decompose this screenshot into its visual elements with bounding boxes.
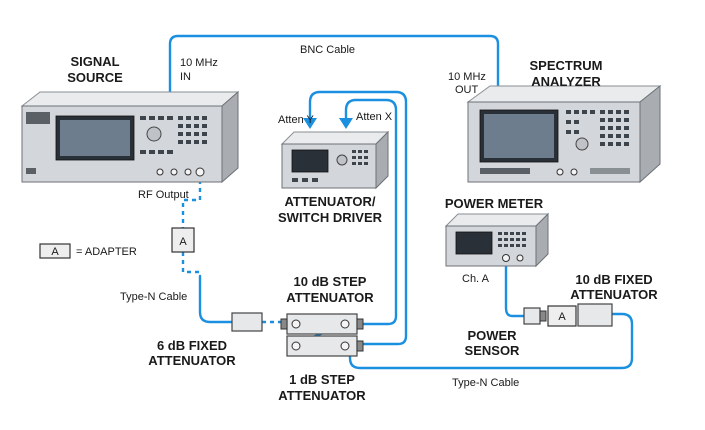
fixed-10db-attenuator: [577, 303, 613, 327]
power-sensor-title-1: POWER: [467, 328, 517, 343]
step-10db-title-1: 10 dB STEP: [294, 274, 367, 289]
bnc-cable: [168, 34, 500, 102]
atten-y-arrow-icon: [303, 118, 317, 129]
rf-output-port: [195, 167, 205, 177]
rf-output-label: RF Output: [138, 189, 189, 201]
adapter-near-sensor-letter: A: [558, 311, 566, 323]
signal-source-instrument: [20, 90, 240, 184]
step-attenuators: [280, 313, 364, 357]
fixed-6db-attenuator: [231, 312, 263, 332]
rf-output-adapter-link: [181, 172, 202, 228]
ten-mhz-in-label-2: IN: [180, 71, 191, 83]
fixed-6db-title-1: 6 dB FIXED: [157, 338, 227, 353]
control-cable-atten-y: [308, 90, 408, 346]
atten-y-label: Atten Y: [278, 114, 315, 126]
adapter-legend-box: [39, 243, 71, 259]
atten-x-label: Atten X: [356, 111, 393, 123]
spectrum-analyzer-title-1: SPECTRUM: [530, 58, 603, 73]
attenuator-switch-driver-title-2: SWITCH DRIVER: [278, 210, 383, 225]
power-sensor: [523, 307, 541, 325]
fixed-10db-title-2: ATTENUATOR: [570, 287, 658, 302]
type-n-cable-left: [198, 274, 234, 324]
power-sensor-title-2: SENSOR: [465, 343, 521, 358]
step-1db-title-2: ATTENUATOR: [278, 388, 366, 403]
power-meter-instrument: [444, 212, 550, 268]
ten-mhz-out-label-1: 10 MHz: [448, 71, 486, 83]
bnc-cable-label: BNC Cable: [300, 44, 355, 56]
ten-mhz-in-label-1: 10 MHz: [180, 57, 218, 69]
adapter-rf-output: [171, 227, 195, 253]
power-meter-title: POWER METER: [445, 196, 544, 211]
adapter-legend-text: = ADAPTER: [76, 246, 137, 258]
step-1db-title-1: 1 dB STEP: [289, 372, 355, 387]
spectrum-analyzer-instrument: [466, 84, 662, 184]
signal-source-title-1: SIGNAL: [70, 54, 119, 69]
attenuator-switch-driver-instrument: [280, 130, 390, 190]
step-10db-title-2: ATTENUATOR: [286, 290, 374, 305]
fixed-10db-title-1: 10 dB FIXED: [575, 272, 652, 287]
ch-a-label: Ch. A: [462, 273, 490, 285]
attenuator-switch-driver-title-1: ATTENUATOR/: [285, 194, 376, 209]
fixed-6db-title-2: ATTENUATOR: [148, 353, 236, 368]
type-n-cable-bottom-label: Type-N Cable: [452, 377, 519, 389]
atten-x-arrow-icon: [339, 118, 353, 129]
power-sensor-cable: [504, 256, 526, 318]
control-cable-atten-x: [344, 98, 398, 326]
signal-source-title-2: SOURCE: [67, 70, 123, 85]
type-n-cable-left-label: Type-N Cable: [120, 291, 187, 303]
adapter-legend-letter: A: [51, 246, 59, 258]
adapter-rf-output-letter: A: [179, 236, 187, 248]
ten-mhz-out-label-2: OUT: [455, 84, 479, 96]
spectrum-analyzer-title-2: ANALYZER: [531, 74, 601, 89]
rf-output-adapter-link-2: [181, 252, 200, 274]
power-meter-ch-a-port: [502, 254, 510, 262]
power-sensor-chain: A: [523, 303, 613, 327]
type-n-cable-bottom: [348, 312, 634, 370]
adapter-near-sensor: [547, 305, 577, 327]
